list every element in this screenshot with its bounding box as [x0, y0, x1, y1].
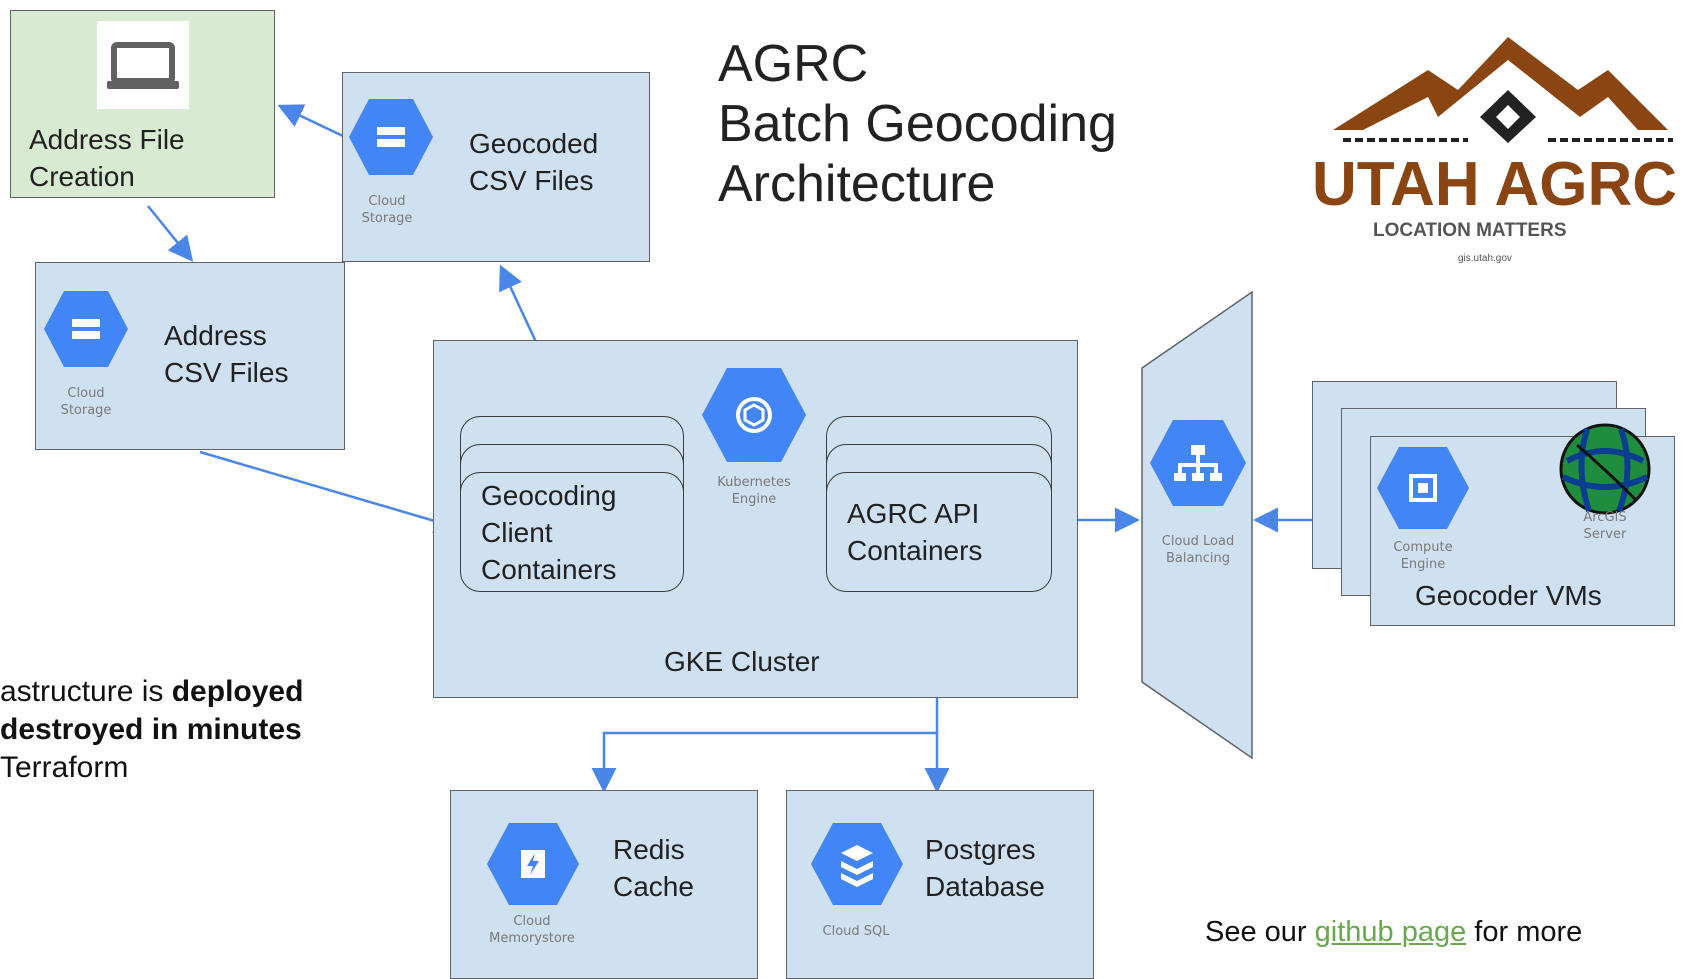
- geocoding-client-label: Geocoding Client Containers: [481, 480, 617, 585]
- note-bold1: deployed: [171, 675, 304, 708]
- kubernetes-engine-icon: [702, 368, 806, 462]
- github-page-link[interactable]: github page: [1314, 916, 1467, 948]
- address-csv-label: Address CSV Files: [164, 320, 289, 388]
- page-title: AGRC Batch Geocoding Architecture: [718, 35, 1117, 213]
- cloud-storage-icon: [349, 99, 433, 175]
- agrc-api-label: AGRC API Containers: [847, 498, 983, 566]
- address-csv-box[interactable]: Cloud Storage Address CSV Files: [35, 262, 345, 450]
- note-line-3: Terraform: [0, 748, 128, 788]
- geocoded-csv-box[interactable]: Cloud Storage Geocoded CSV Files: [342, 72, 650, 262]
- cloud-memorystore-label: Cloud Memorystore: [489, 914, 575, 946]
- cloud-storage-label: Cloud Storage: [361, 194, 413, 226]
- note-line-2: destroyed in minutes: [0, 710, 302, 750]
- geocoder-vms-box[interactable]: Compute Engine ArcGIS Server Geocoder VM…: [1370, 423, 1675, 626]
- laptop-icon: [97, 21, 189, 109]
- cloud-load-balancing-label: Cloud Load Balancing: [1161, 534, 1235, 566]
- arrow-geocoded-to-creation: [277, 104, 346, 139]
- note-bold2: destroyed in minutes: [0, 713, 302, 746]
- redis-cache-label: Redis Cache: [613, 834, 694, 902]
- postgres-database-label: Postgres Database: [925, 834, 1045, 902]
- compute-engine-label: Compute Engine: [1393, 540, 1453, 572]
- mountain-logo-icon: [1333, 37, 1673, 143]
- load-balancer-shape: [1141, 290, 1253, 760]
- agrc-api-containers[interactable]: AGRC API Containers: [826, 472, 1052, 592]
- arcgis-server-label: ArcGIS Server: [1583, 510, 1627, 542]
- footer-suffix: for more: [1466, 916, 1583, 948]
- kubernetes-engine-label: Kubernetes Engine: [717, 475, 791, 507]
- cloud-sql-label: Cloud SQL: [822, 924, 890, 939]
- utah-agrc-logo: UTAH AGRC LOCATION MATTERS gis.utah.gov: [1308, 35, 1683, 285]
- note-part3: Terraform: [0, 751, 129, 784]
- postgres-database-box[interactable]: Cloud SQL Postgres Database: [786, 790, 1094, 979]
- compute-engine-icon: [1377, 447, 1469, 529]
- geocoding-client-containers[interactable]: Geocoding Client Containers: [460, 472, 684, 592]
- logo-url: gis.utah.gov: [1458, 253, 1512, 264]
- arrow-creation-to-address: [147, 205, 194, 262]
- logo-main-text: UTAH AGRC: [1312, 150, 1678, 219]
- note-line-1: astructure is deployed: [0, 672, 303, 712]
- cloud-sql-icon: [811, 823, 903, 905]
- logo-tagline: LOCATION MATTERS: [1373, 220, 1567, 241]
- geocoded-csv-label: Geocoded CSV Files: [469, 128, 599, 196]
- cloud-storage-icon: [44, 291, 128, 367]
- cloud-storage-label: Cloud Storage: [60, 386, 112, 418]
- note-part1: astructure is: [0, 675, 172, 708]
- arcgis-globe-icon: [1559, 423, 1651, 515]
- footer-prefix: See our: [1205, 916, 1315, 948]
- footer-text: See our github page for more: [1205, 916, 1582, 949]
- cloud-load-balancing-icon[interactable]: [1148, 418, 1248, 508]
- gke-cluster-label: GKE Cluster: [664, 646, 820, 677]
- arrow-to-redis: [591, 731, 937, 793]
- arrow-address-to-client: [199, 450, 460, 534]
- cloud-memorystore-icon: [487, 823, 579, 905]
- address-file-creation-label: Address File Creation: [29, 124, 185, 192]
- redis-cache-box[interactable]: Cloud Memorystore Redis Cache: [450, 790, 758, 979]
- geocoder-vms-label: Geocoder VMs: [1415, 580, 1602, 611]
- address-file-creation-box[interactable]: Address File Creation: [10, 10, 275, 198]
